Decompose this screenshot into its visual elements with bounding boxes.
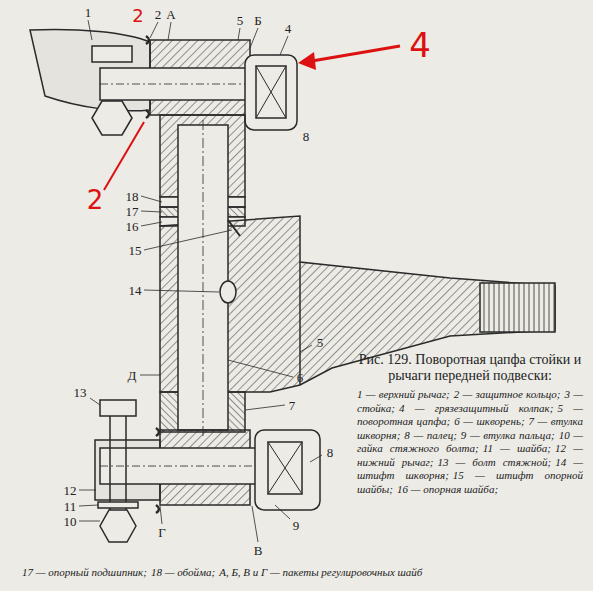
callout-number: 12 — [64, 484, 77, 497]
callout-number: 11 — [64, 500, 77, 513]
thread-line — [509, 283, 510, 332]
callout-number: 5 — [237, 14, 244, 27]
part-entry: 16 — опорная шайба; — [397, 483, 498, 495]
part-entry: 1 — верхний рычаг; — [357, 388, 450, 400]
callout-number: 8 — [303, 130, 310, 143]
cap-insert — [256, 66, 286, 118]
callout-number: 13 — [74, 386, 87, 399]
dust-cap — [245, 55, 297, 130]
callout-number: 14 — [129, 284, 142, 297]
handwritten-callout: 2 — [132, 7, 143, 25]
part-entry: 13 — болт стяжной; — [437, 456, 551, 468]
callout-number: А — [166, 8, 175, 21]
callout-number: 2 — [155, 8, 162, 21]
thread-line — [484, 283, 485, 332]
callout-number: 7 — [289, 399, 296, 412]
thread-line — [519, 283, 520, 332]
nut — [92, 101, 132, 135]
thread-line — [549, 283, 550, 332]
part-entry: 8 — палец; — [404, 429, 457, 441]
lower-cap — [255, 430, 320, 510]
callout-number: 8 — [327, 446, 334, 459]
leader-lines — [79, 20, 322, 542]
callout-number: Б — [254, 14, 261, 27]
part-entry: 9 — втулка пальца; — [461, 429, 555, 441]
thread-line — [529, 283, 530, 332]
thread-line — [514, 283, 515, 332]
red-annotation — [104, 46, 400, 190]
thread-line — [554, 283, 555, 332]
washer-pin — [228, 220, 240, 236]
thread-line — [489, 283, 490, 332]
callout-number: 9 — [293, 519, 300, 532]
callout-number: 6 — [297, 371, 304, 384]
caption: Рис. 129. Поворотная цапфа стойки и рыча… — [357, 352, 583, 384]
parts-list-cont: 17 — опорный подшипник; 18 — обойма; А, Б,… — [22, 566, 577, 579]
ring — [146, 36, 149, 118]
clamp-bolt — [100, 400, 136, 416]
callout-number: 18 — [126, 190, 139, 203]
part-entry: 2 — защитное кольцо; — [454, 388, 561, 400]
part-entry: 4 — грязезащитный колпак; — [399, 402, 554, 414]
part-entry: 6 — шкворень; — [454, 415, 524, 427]
part-entry: 17 — опорный подшипник; — [22, 566, 147, 578]
callout-number: Г — [158, 526, 166, 539]
parts-list: 1 — верхний рычаг;2 — защитное кольцо;3 … — [357, 388, 583, 496]
thread-line — [534, 283, 535, 332]
callout-number: 17 — [126, 205, 139, 218]
callout-number: 1 — [85, 6, 92, 19]
thread-line — [524, 283, 525, 332]
thread-line — [544, 283, 545, 332]
thread-line — [504, 283, 505, 332]
callout-number: Д — [128, 369, 137, 382]
caption-block: Рис. 129. Поворотная цапфа стойки и рыча… — [357, 352, 583, 496]
nut — [100, 510, 136, 542]
callout-number: 10 — [64, 515, 77, 528]
part-entry: 18 — обойма; — [151, 566, 215, 578]
thread — [480, 283, 555, 332]
part-entry: 11 — шайба; — [483, 442, 551, 454]
callout-number: 15 — [129, 244, 142, 257]
callout-number: 16 — [126, 220, 139, 233]
callout-number: 4 — [285, 22, 292, 35]
bolt-head — [92, 46, 132, 62]
handwritten-callout: 4 — [409, 28, 431, 62]
handwritten-callout: 2 — [87, 187, 104, 213]
part-entry: А, Б, В и Г — пакеты регулировочных шайб — [219, 566, 422, 578]
thread-line — [499, 283, 500, 332]
thread-line — [494, 283, 495, 332]
thread-line — [539, 283, 540, 332]
callout-number: В — [254, 544, 263, 557]
washer — [98, 502, 138, 508]
kingpin-pin — [220, 281, 236, 303]
callout-number: 5 — [317, 336, 324, 349]
